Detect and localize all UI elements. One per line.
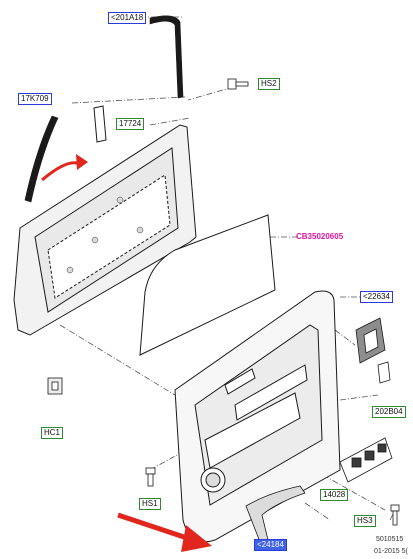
label-hs2[interactable]: HS2	[258, 78, 280, 90]
label-201a18[interactable]: <201A18	[108, 12, 147, 24]
grab-handle	[245, 485, 306, 543]
door-trim-panel	[174, 290, 341, 543]
diagram-date: 01-2015 5(	[374, 548, 408, 555]
label-cb35020605[interactable]: CB35020605	[296, 232, 344, 241]
clip-hc1	[47, 377, 63, 395]
red-arrow-head	[181, 525, 212, 552]
clip-202b04	[377, 361, 391, 384]
corner-seal	[93, 105, 107, 143]
weatherstrip	[24, 115, 59, 203]
label-hs1[interactable]: HS1	[139, 498, 161, 510]
glass-run-channel	[149, 15, 184, 99]
red-arrow	[117, 512, 194, 543]
window-switch	[339, 437, 393, 483]
curved-arrow-head	[76, 154, 88, 170]
door-frame-holes	[66, 196, 144, 274]
leader-lines	[59, 16, 396, 521]
label-14028[interactable]: 14028	[320, 489, 349, 501]
screw-hs3	[390, 504, 400, 526]
inner-door-handle	[355, 317, 386, 364]
label-17724[interactable]: 17724	[116, 118, 145, 130]
label-hc1[interactable]: HC1	[41, 427, 64, 439]
label-202b04[interactable]: 202B04	[372, 406, 406, 418]
screw-hs1	[145, 467, 156, 487]
label-24184[interactable]: <24184	[254, 539, 287, 551]
diagram-id: 5010515	[376, 536, 404, 543]
bolt-hs2	[227, 78, 249, 90]
label-17k709[interactable]: 17K709	[18, 93, 52, 105]
window-glass	[139, 214, 276, 356]
label-22634[interactable]: <22634	[360, 291, 393, 303]
label-hs3[interactable]: HS3	[354, 515, 376, 527]
curved-arrow	[41, 161, 81, 182]
